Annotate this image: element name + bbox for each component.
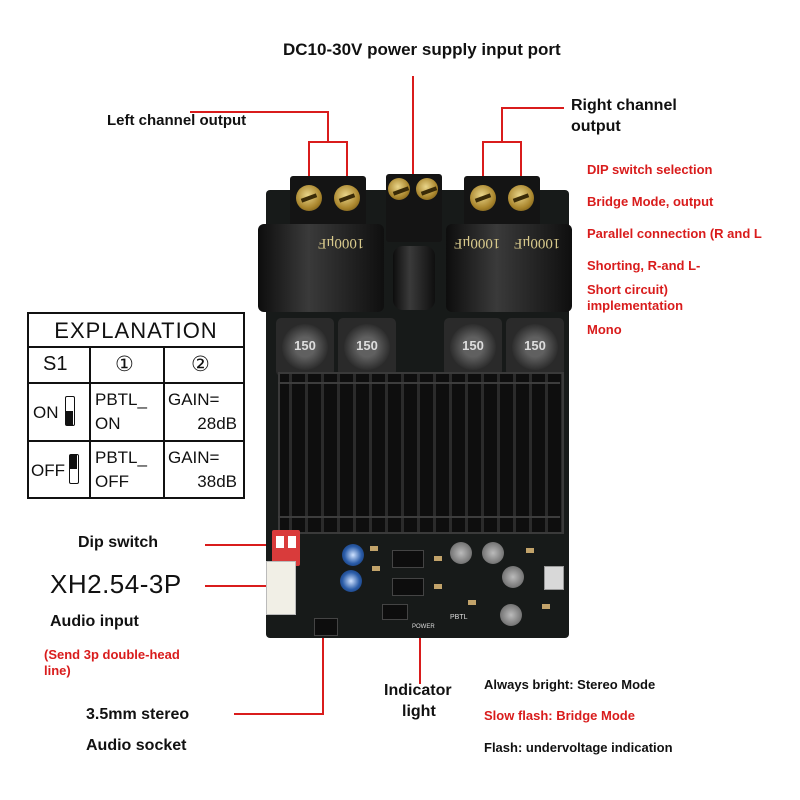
explanation-title: EXPLANATION — [54, 318, 218, 343]
inductor-3-text: 150 — [462, 338, 484, 353]
row-off-col2-b: 38dB — [197, 472, 237, 491]
row-on-state: ON — [33, 403, 59, 422]
audio-socket-label-line1: 3.5mm stereo — [86, 706, 190, 723]
header-col1: ① — [115, 353, 134, 376]
center-capacitor — [393, 246, 435, 310]
right-note-0: DIP switch selection — [587, 162, 713, 177]
switch-on-icon — [65, 396, 75, 426]
left-terminal-screw-2 — [334, 185, 360, 211]
left-output-label: Left channel output — [107, 112, 247, 129]
heatsink-rib-top — [278, 382, 560, 384]
row-off-col1-b: OFF — [95, 472, 129, 491]
right-output-label-line2: output — [571, 118, 621, 135]
audio-socket-line — [234, 632, 324, 715]
inductor-1: 150 — [276, 318, 334, 376]
right-capacitor-text-1: 1000μF — [454, 235, 501, 251]
audio-input-label: Audio input — [50, 613, 139, 630]
board-power-text: POWER — [412, 624, 435, 630]
row-on-col2-b: 28dB — [197, 414, 237, 433]
electrolytic-cap-4 — [500, 604, 522, 626]
ic-chip-3 — [382, 604, 408, 620]
row-off-col2-a: GAIN= — [168, 448, 220, 467]
inductor-2-text: 150 — [356, 338, 378, 353]
right-output-line — [482, 107, 564, 185]
electrolytic-cap-1 — [450, 542, 472, 564]
heatsink-rib-bottom — [278, 516, 560, 518]
right-capacitor: 1000μF 1000μF — [446, 224, 572, 312]
indicator-note-0: Always bright: Stereo Mode — [484, 677, 656, 692]
switch-off-icon — [69, 454, 79, 484]
right-note-4: Short circuit) — [587, 282, 668, 297]
audio-socket-label-line2: Audio socket — [86, 737, 187, 754]
send-3p-label-line1: (Send 3p double-head — [44, 647, 180, 662]
row-on-col1-b: ON — [95, 414, 121, 433]
board-pbtl-text: PBTL — [450, 614, 468, 621]
indicator-note-2: Flash: undervoltage indication — [484, 740, 673, 755]
xh-connector-label: XH2.54-3P — [50, 569, 182, 599]
right-note-3: Shorting, R-and L- — [587, 258, 701, 273]
electrolytic-cap-3 — [502, 566, 524, 588]
right-note-1: Bridge Mode, output — [587, 194, 714, 209]
explanation-row-on: ON PBTL_ ON GAIN= 28dB — [29, 384, 243, 442]
right-note-5: implementation — [587, 298, 684, 313]
ic-chip-1 — [392, 550, 424, 568]
inductor-2: 150 — [338, 318, 396, 376]
power-port-label: DC10-30V power supply input port — [283, 40, 561, 59]
right-capacitor-text-2: 1000μF — [514, 235, 561, 251]
send-3p-label-line2: line) — [44, 663, 71, 678]
inductor-3: 150 — [444, 318, 502, 376]
power-terminal-screw-1 — [388, 178, 410, 200]
row-off-state: OFF — [31, 461, 65, 480]
row-on-col2-a: GAIN= — [168, 390, 220, 409]
audio-socket[interactable] — [314, 618, 338, 636]
indicator-note-1: Slow flash: Bridge Mode — [484, 708, 635, 723]
inductor-1-text: 150 — [294, 338, 316, 353]
left-terminal-screw-1 — [296, 185, 322, 211]
header-col2: ② — [191, 353, 210, 376]
electrolytic-cap-blue-2 — [340, 570, 362, 592]
usb-port — [544, 566, 564, 590]
right-output-label-line1: Right channel — [571, 97, 677, 114]
right-note-6: Mono — [587, 322, 622, 337]
inductor-4-text: 150 — [524, 338, 546, 353]
power-terminal-screw-2 — [416, 178, 438, 200]
heatsink — [278, 372, 564, 534]
row-on-col1-a: PBTL_ — [95, 390, 147, 409]
explanation-table: EXPLANATION S1 ① ② ON PBTL_ ON GAIN= 28d… — [27, 312, 245, 499]
dip-switch[interactable] — [272, 530, 300, 566]
right-terminal-screw-2 — [508, 185, 534, 211]
explanation-title-row: EXPLANATION — [29, 314, 243, 348]
indicator-label-line1: Indicator — [384, 682, 452, 699]
inductor-4: 150 — [506, 318, 564, 376]
xh-connector[interactable] — [266, 561, 296, 615]
electrolytic-cap-blue-1 — [342, 544, 364, 566]
header-s1: S1 — [43, 353, 68, 375]
row-off-col1-a: PBTL_ — [95, 448, 147, 467]
right-terminal-screw-1 — [470, 185, 496, 211]
dip-switch-label: Dip switch — [78, 534, 159, 551]
indicator-label-line2: light — [402, 703, 436, 720]
left-capacitor-text: 1000μF — [318, 235, 365, 251]
electrolytic-cap-2 — [482, 542, 504, 564]
ic-chip-2 — [392, 578, 424, 596]
explanation-row-off: OFF PBTL_ OFF GAIN= 38dB — [29, 442, 243, 497]
right-note-2: Parallel connection (R and L — [587, 226, 762, 241]
left-capacitor: 1000μF — [258, 224, 384, 312]
explanation-header-row: S1 ① ② — [29, 348, 243, 384]
